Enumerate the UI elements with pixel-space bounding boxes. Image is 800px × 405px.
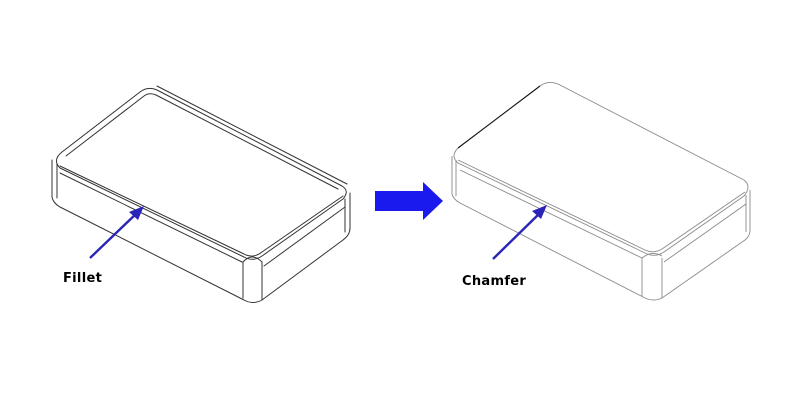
chamfer-box	[451, 81, 751, 301]
fillet-label: Fillet	[63, 271, 103, 286]
chamfer-pointer-arrow	[492, 205, 547, 260]
transition-arrow-icon	[375, 182, 443, 220]
chamfer-label: Chamfer	[462, 274, 527, 289]
fillet-box	[51, 85, 351, 303]
fillet-pointer-arrow	[89, 206, 144, 259]
